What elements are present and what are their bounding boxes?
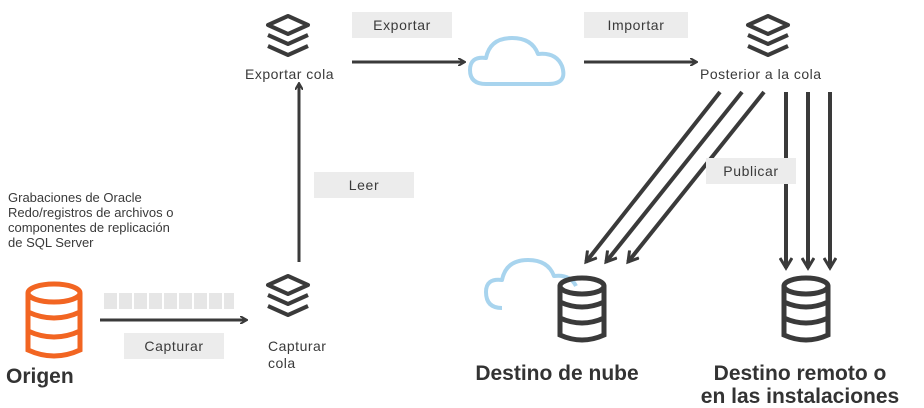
read-label: Leer — [314, 172, 414, 198]
publish-arrow-cloud-2 — [606, 90, 744, 262]
publish-arrow-cloud-3 — [628, 90, 766, 262]
cloud-icon — [468, 36, 566, 86]
publish-label: Publicar — [706, 158, 796, 184]
capture-queue-label: Capturar cola — [268, 338, 327, 371]
post-queue-label: Posterior a la cola — [700, 66, 822, 82]
export-label: Exportar — [352, 12, 452, 38]
cloud-target-database-icon — [557, 275, 607, 343]
import-label: Importar — [584, 12, 688, 38]
post-queue-icon — [746, 14, 790, 57]
log-blocks — [104, 293, 234, 309]
export-queue-label: Exportar cola — [245, 66, 334, 82]
remote-target-database-icon — [781, 275, 831, 343]
cloud-target-cloud-icon — [484, 258, 578, 310]
remote-target-title: Destino remoto o en las instalaciones — [700, 362, 900, 408]
capture-label: Capturar — [124, 333, 224, 359]
export-queue-icon — [266, 14, 310, 57]
cloud-target-title: Destino de nube — [475, 362, 639, 385]
source-database-icon — [25, 281, 83, 359]
source-note: Grabaciones de Oracle Redo/registros de … — [8, 190, 174, 250]
source-title: Origen — [6, 365, 74, 388]
capture-queue-icon — [266, 274, 310, 317]
publish-arrow-cloud-1 — [586, 90, 722, 262]
